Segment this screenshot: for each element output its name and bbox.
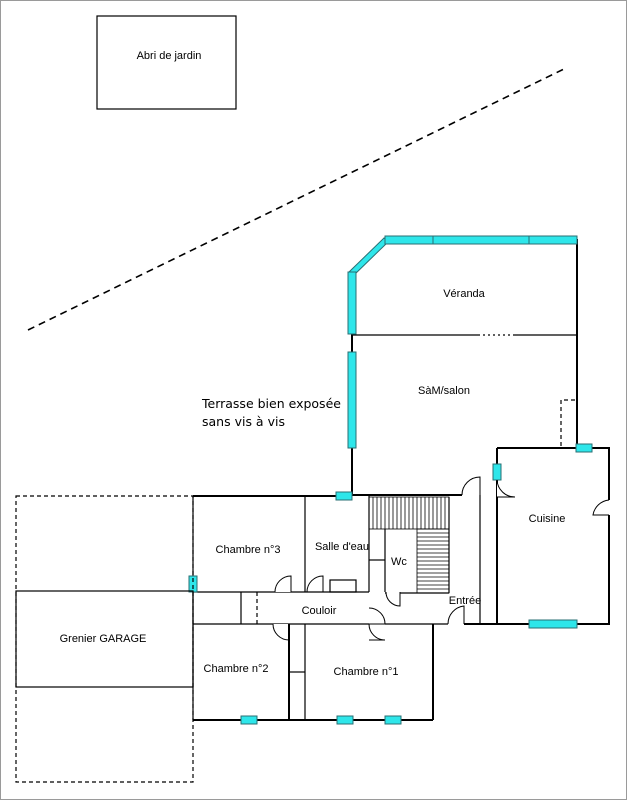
living-door bbox=[461, 476, 481, 496]
bedroom1-door bbox=[368, 623, 386, 641]
bathroom-window-top bbox=[335, 491, 353, 501]
kitchen-door-left bbox=[496, 479, 516, 498]
kitchen-walls bbox=[496, 448, 610, 625]
garage-attic bbox=[15, 590, 194, 688]
bathroom-door bbox=[306, 575, 324, 593]
kitchen-wall-top bbox=[497, 447, 610, 500]
terrace-note-line1: Terrasse bien exposée bbox=[201, 396, 341, 411]
living-dashed-alcove bbox=[560, 399, 577, 446]
room-label-living: SàM/salon bbox=[418, 385, 470, 397]
living-window-left bbox=[347, 351, 357, 449]
bathroom-fixture bbox=[329, 579, 357, 593]
veranda-window-corner bbox=[348, 237, 389, 277]
room-label-kitchen: Cuisine bbox=[529, 513, 566, 525]
veranda-window-top-2 bbox=[432, 235, 530, 245]
property-boundary-line bbox=[27, 67, 567, 331]
bedroom1-window-1 bbox=[336, 715, 354, 725]
garden-shed-label: Abri de jardin bbox=[137, 50, 202, 62]
veranda-window-top-3 bbox=[528, 235, 578, 245]
room-label-bedroom3: Chambre n°3 bbox=[216, 544, 281, 556]
room-label-entrance: Entrée bbox=[449, 595, 481, 607]
bedroom2-door bbox=[272, 623, 290, 641]
terrace-note-line2: sans vis à vis bbox=[202, 414, 285, 429]
veranda-window-top-1 bbox=[384, 235, 434, 245]
corridor-door-right bbox=[368, 607, 386, 625]
wc-door bbox=[385, 591, 401, 607]
kitchen-window-left bbox=[492, 463, 502, 481]
garden-shed bbox=[96, 15, 237, 110]
room-label-veranda: Véranda bbox=[443, 288, 485, 300]
veranda-window-left bbox=[347, 271, 357, 335]
kitchen-window-bottom bbox=[528, 619, 578, 629]
room-label-bathroom: Salle d'eau bbox=[315, 541, 369, 553]
staircase bbox=[368, 496, 450, 594]
bedroom3-door bbox=[274, 575, 292, 593]
room-label-hallway: Couloir bbox=[302, 605, 337, 617]
room-label-wc: Wc bbox=[391, 556, 407, 568]
kitchen-door-right bbox=[592, 499, 610, 516]
bedroom2-window bbox=[240, 715, 258, 725]
entrance-door bbox=[447, 605, 465, 625]
room-label-garage: Grenier GARAGE bbox=[60, 633, 147, 645]
room-label-bedroom1: Chambre n°1 bbox=[334, 666, 399, 678]
kitchen-window-top bbox=[575, 443, 593, 453]
bedroom1-window-2 bbox=[384, 715, 402, 725]
room-label-bedroom2: Chambre n°2 bbox=[204, 663, 269, 675]
